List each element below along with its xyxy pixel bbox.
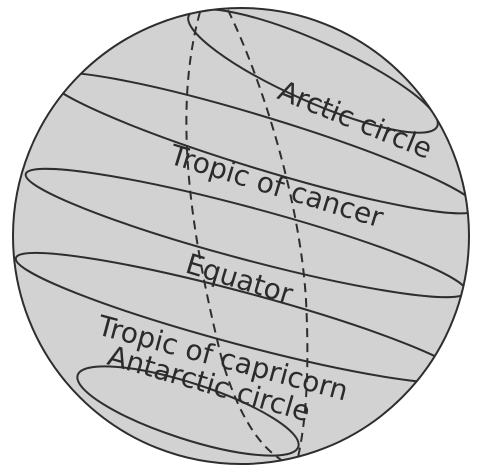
globe-diagram: Arctic circle Tropic of cancer Equator T…: [0, 0, 478, 470]
globe-svg: Arctic circle Tropic of cancer Equator T…: [0, 0, 478, 470]
